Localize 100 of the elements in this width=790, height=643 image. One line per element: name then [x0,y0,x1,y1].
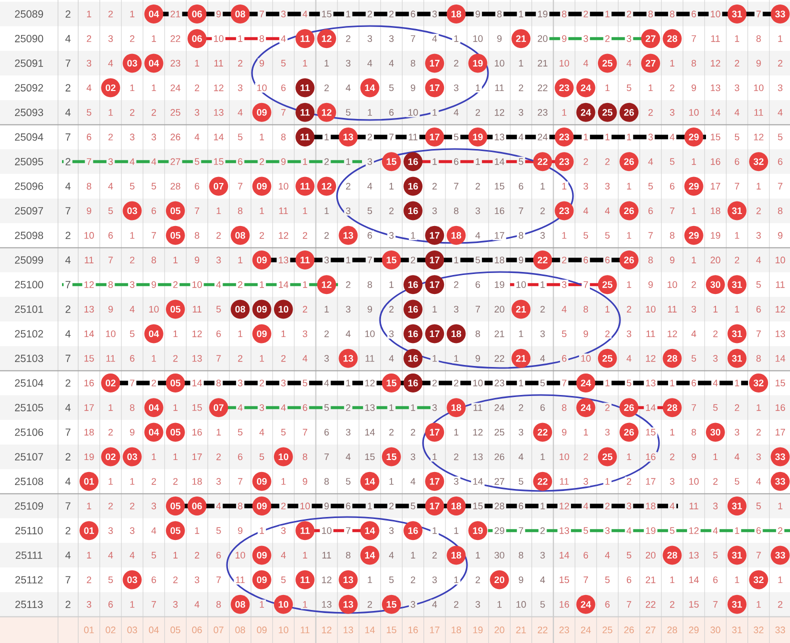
number-ball: 16 [404,374,422,392]
miss-count: 15 [492,181,506,191]
miss-count: 14 [276,280,290,290]
miss-count: 4 [258,427,266,437]
miss-count: 6 [474,280,482,290]
miss-count: 9 [560,427,568,438]
miss-count: 16 [190,427,204,438]
miss-count: 5 [128,181,136,191]
miss-count: 2 [171,575,180,585]
miss-count: 3 [344,206,352,216]
miss-count: 1 [474,83,482,93]
miss-count: 3 [603,526,612,536]
miss-count: 3 [387,34,396,44]
number-ball: 25 [598,348,617,368]
miss-count: 1 [624,181,634,191]
miss-count: 4 [711,526,720,536]
miss-count: 11 [558,476,571,486]
miss-count: 3 [106,526,115,536]
miss-count: 6 [236,452,244,462]
miss-count: 8 [516,230,526,240]
number-ball: 03 [122,201,142,220]
miss-count: 2 [452,280,460,290]
miss-count: 7 [366,255,374,265]
number-ball: 17 [425,324,444,344]
miss-count: 4 [128,550,136,560]
number-ball: 06 [188,496,206,516]
miss-count: 7 [690,34,698,44]
miss-count: 15 [471,501,485,511]
miss-count: 5 [582,526,590,536]
miss-count: 3 [603,427,612,438]
miss-count: 2 [582,156,590,166]
miss-count: 4 [582,58,590,68]
miss-count: 2 [106,427,115,437]
miss-count: 14 [363,427,377,437]
miss-count: 3 [258,402,266,412]
number-ball: 12 [317,29,336,48]
miss-count: 1 [452,575,460,585]
miss-count: 1 [214,427,223,437]
miss-count: 17 [492,230,506,240]
miss-count: 3 [646,132,655,142]
miss-count: 6 [344,501,352,511]
column-number: 21 [516,626,526,634]
number-ball: 15 [382,152,401,172]
miss-count: 7 [646,230,655,240]
miss-count: 3 [516,427,526,438]
number-ball: 25 [598,102,617,122]
period-number: 25091 [15,60,44,67]
number-ball: 18 [446,398,466,418]
column-number: 22 [538,626,548,634]
miss-count: 10 [687,476,701,486]
miss-count: 6 [150,574,158,585]
number-ball: 23 [554,78,574,98]
miss-count: 18 [82,427,96,438]
miss-count: 3 [192,574,202,585]
miss-count: 2 [344,181,352,191]
miss-count: 9 [300,476,310,486]
column-number: 05 [170,626,180,634]
number-ball: 15 [382,447,401,466]
number-ball: 18 [446,496,466,516]
miss-count: 4 [668,501,676,511]
miss-count: 8 [192,230,202,240]
number-ball: 29 [684,226,704,245]
number-ball: 31 [728,275,746,294]
miss-count: 28 [168,181,182,192]
miss-count: 2 [754,427,763,437]
number-ball: 28 [662,398,682,418]
miss-count: 2 [711,329,720,339]
number-ball: 32 [749,152,768,172]
miss-count: 12 [665,329,679,339]
count-value: 7 [64,132,72,142]
miss-count: 1 [560,108,568,118]
miss-count: 9 [474,9,482,19]
miss-count: 3 [430,574,439,585]
miss-count: 1 [624,280,634,290]
period-number: 25108 [15,478,44,486]
miss-count: 3 [538,328,547,339]
miss-count: 3 [387,526,396,536]
number-ball: 12 [317,102,336,122]
miss-count: 12 [687,526,701,536]
number-ball: 13 [338,594,358,614]
miss-count: 8 [776,206,784,216]
miss-count: 1 [366,108,374,118]
number-ball: 26 [620,152,638,172]
number-ball: 04 [144,398,164,418]
miss-count: 3 [624,34,634,44]
column-number: 19 [473,626,483,634]
miss-count: 1 [279,329,288,339]
number-ball: 26 [620,201,638,220]
miss-count: 3 [732,427,742,438]
miss-count: 17 [644,476,658,486]
number-ball: 19 [468,54,488,73]
miss-count: 2 [84,575,94,585]
miss-count: 10 [212,34,226,44]
miss-count: 25 [168,108,182,118]
number-ball: 10 [274,594,293,614]
number-ball: 11 [296,521,314,540]
miss-count: 7 [128,378,136,388]
miss-count: 5 [344,476,352,486]
miss-count: 3 [560,280,568,290]
miss-count: 1 [300,280,310,290]
